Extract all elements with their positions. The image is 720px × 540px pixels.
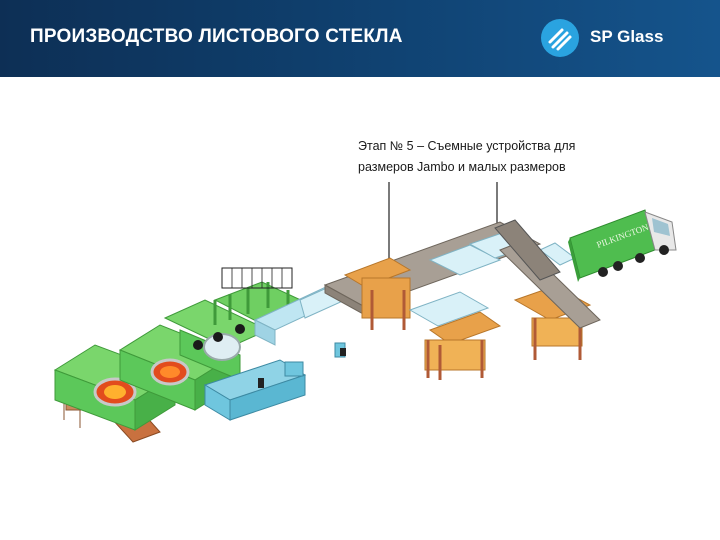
small-lifter-1 — [408, 291, 502, 380]
pilkington-truck: PILKINGTON — [568, 209, 677, 282]
caption-line-1: Этап № 5 – Съемные устройства для — [358, 139, 576, 153]
stage-caption: Этап № 5 – Съемные устройства для размер… — [358, 136, 648, 178]
header-bar: ПРОИЗВОДСТВО ЛИСТОВОГО СТЕКЛА SP Glass — [0, 0, 720, 77]
sp-glass-logo-icon — [541, 19, 579, 57]
control-room — [203, 342, 346, 421]
page-title: ПРОИЗВОДСТВО ЛИСТОВОГО СТЕКЛА — [30, 26, 403, 47]
sp-glass-logo: SP Glass — [540, 18, 690, 58]
caption-line-2: размеров Jambo и малых размеров — [358, 160, 566, 174]
glass-production-line-illustration: PILKINGTON — [53, 182, 677, 443]
logo-text: SP Glass — [590, 27, 664, 46]
jumbo-lifter-1 — [343, 257, 412, 330]
overhead-gantry — [494, 219, 561, 281]
